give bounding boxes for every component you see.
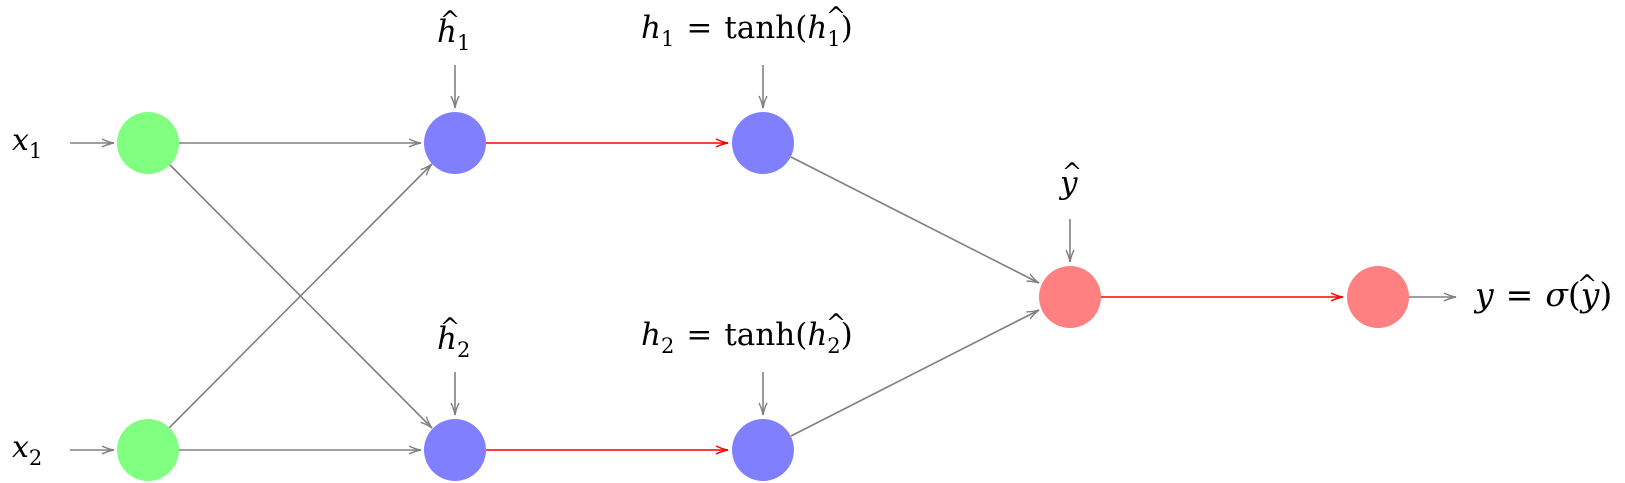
activation-node-1	[732, 112, 794, 174]
labels: x1 x2 h1 ^ h2 ^ h1=tanh(h1) ^ h2=tanh(h2…	[12, 2, 1612, 470]
edge-activation2-to-output	[790, 309, 1040, 437]
label-x1: x1	[12, 123, 42, 163]
label-x2: x2	[12, 430, 42, 470]
input-node-2	[117, 419, 179, 481]
label-h1-equation: h1=tanh(h1)	[641, 10, 853, 51]
output-node	[1039, 266, 1101, 328]
edge-input2-to-hidden1	[168, 163, 433, 429]
label-hhat2: h2	[437, 321, 470, 362]
sigmoid-node	[1347, 266, 1409, 328]
label-h1-equation-hat: ^	[826, 2, 846, 30]
label-h2-equation: h2=tanh(h2)	[641, 317, 853, 358]
label-hhat1: h1	[437, 14, 470, 55]
nodes	[117, 112, 1409, 481]
label-h2-equation-hat: ^	[826, 309, 846, 337]
label-yhat: y	[1058, 165, 1078, 201]
label-hhat2-hat: ^	[440, 313, 460, 341]
label-hhat1-hat: ^	[440, 6, 460, 34]
label-y-equation: y=σ(y)	[1473, 275, 1612, 314]
hidden-node-2	[424, 419, 486, 481]
edge-activation1-to-output	[790, 156, 1040, 284]
edges	[70, 65, 1457, 455]
activation-node-2	[732, 419, 794, 481]
label-y-equation-hat: ^	[1577, 270, 1597, 298]
hidden-node-1	[424, 112, 486, 174]
label-yhat-hat: ^	[1062, 158, 1082, 186]
input-node-1	[117, 112, 179, 174]
